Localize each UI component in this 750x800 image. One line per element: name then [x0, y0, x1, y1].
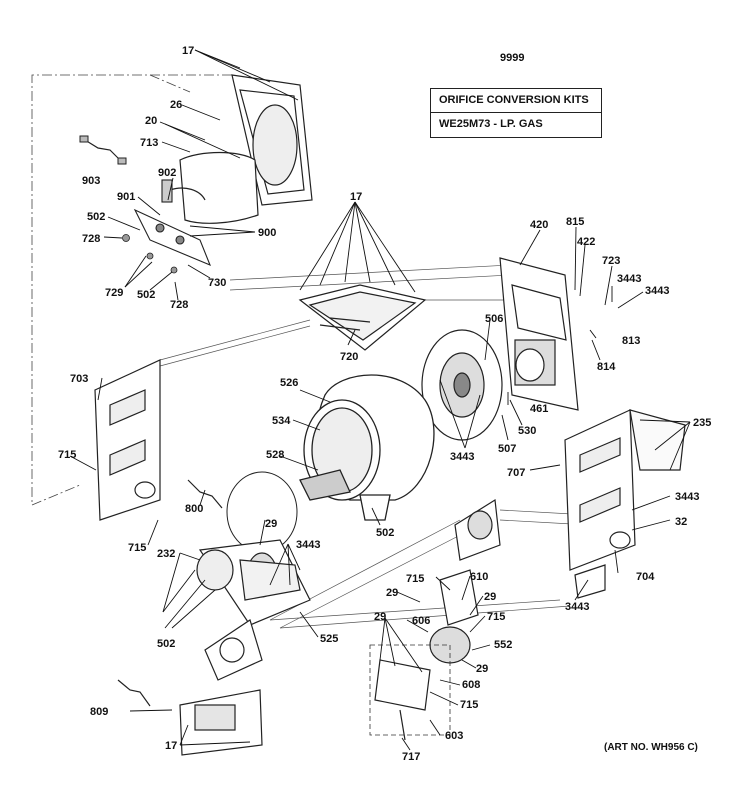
left-side-panel — [94, 359, 161, 521]
callout-506: 506 — [485, 313, 503, 325]
callout-29-c: 29 — [484, 591, 496, 603]
callout-29-e: 29 — [476, 663, 488, 675]
toe-kick — [179, 689, 263, 756]
callout-902: 902 — [158, 167, 176, 179]
right-rear-bracket — [574, 564, 606, 599]
callout-20: 20 — [145, 115, 157, 127]
wire-harness-809 — [117, 679, 151, 707]
drum-belt — [226, 471, 298, 553]
callout-814: 814 — [597, 361, 616, 373]
callout-422: 422 — [577, 236, 595, 248]
callout-900: 900 — [258, 227, 276, 239]
callout-903: 903 — [82, 175, 100, 187]
callout-715-e: 715 — [460, 699, 478, 711]
callout-728-top: 728 — [82, 233, 100, 245]
callout-815: 815 — [566, 216, 584, 228]
leader-lines — [69, 49, 691, 751]
callout-29-d: 29 — [374, 611, 386, 623]
callout-507: 507 — [498, 443, 516, 455]
callout-3443-d: 3443 — [675, 491, 699, 503]
callout-461: 461 — [530, 403, 548, 415]
callout-502-bracket: 502 — [87, 211, 105, 223]
callout-729: 729 — [105, 287, 123, 299]
front-panel — [169, 74, 313, 224]
callout-29-b: 29 — [386, 587, 398, 599]
callout-728-bottom: 728 — [170, 299, 188, 311]
callout-715-burner: 715 — [406, 573, 424, 585]
callout-17-front-panel: 17 — [182, 45, 194, 57]
callout-703: 703 — [70, 373, 88, 385]
callout-3443-c: 3443 — [450, 451, 474, 463]
callout-235: 235 — [693, 417, 711, 429]
callout-723: 723 — [602, 255, 620, 267]
callout-3443-e: 3443 — [565, 601, 589, 613]
rear-duct — [454, 498, 501, 561]
callout-809: 809 — [90, 706, 108, 718]
orifice-kit-box: ORIFICE CONVERSION KITS WE25M73 - LP. GA… — [430, 88, 602, 138]
callout-800: 800 — [185, 503, 203, 515]
art-number: (ART NO. WH956 C) — [604, 742, 698, 753]
callout-534: 534 — [272, 415, 291, 427]
kit-callout-number: 9999 — [500, 52, 525, 64]
callout-608: 608 — [462, 679, 480, 691]
callout-525: 525 — [320, 633, 338, 645]
callout-502-base: 502 — [157, 638, 175, 650]
callout-901: 901 — [117, 191, 135, 203]
callout-715-lower-left: 715 — [128, 542, 146, 554]
drum — [299, 374, 435, 521]
callout-17-toe-kick: 17 — [165, 740, 177, 752]
cabinet-frame-lines — [159, 264, 591, 629]
screws-bracket — [122, 234, 178, 274]
callout-232: 232 — [157, 548, 175, 560]
rear-bulkhead — [421, 329, 503, 441]
cabinet-outline-dashed — [31, 74, 232, 506]
callout-502-screw: 502 — [137, 289, 155, 301]
rear-panel — [499, 257, 579, 411]
callout-528: 528 — [266, 449, 284, 461]
right-side-panel — [564, 409, 686, 571]
callout-552: 552 — [494, 639, 512, 651]
callout-715-d: 715 — [487, 611, 505, 623]
callout-717: 717 — [402, 751, 420, 763]
callout-720: 720 — [340, 351, 358, 363]
wire-harness-903 — [84, 139, 121, 161]
callout-530: 530 — [518, 425, 536, 437]
callout-606: 606 — [412, 615, 430, 627]
top-panel — [298, 284, 427, 351]
callout-3443-a: 3443 — [617, 273, 641, 285]
burner-dashed-box — [369, 644, 451, 736]
callout-26: 26 — [170, 99, 182, 111]
callout-603: 603 — [445, 730, 463, 742]
callout-17-top-panel: 17 — [350, 191, 362, 203]
kit-title: ORIFICE CONVERSION KITS — [431, 89, 601, 113]
callout-3443-b: 3443 — [645, 285, 669, 297]
callout-813: 813 — [622, 335, 640, 347]
callout-32: 32 — [675, 516, 687, 528]
wire-harness-800 — [187, 479, 223, 509]
control-bracket — [133, 179, 211, 267]
callout-707: 707 — [507, 467, 525, 479]
callout-730: 730 — [208, 277, 226, 289]
callout-610: 610 — [470, 571, 488, 583]
callout-704: 704 — [636, 571, 655, 583]
base-blower-motor — [196, 539, 311, 626]
callout-420: 420 — [530, 219, 548, 231]
callout-715-left: 715 — [58, 449, 76, 461]
callout-502-drum: 502 — [376, 527, 394, 539]
callout-713: 713 — [140, 137, 158, 149]
kit-item: WE25M73 - LP. GAS — [439, 118, 543, 130]
callout-3443-f: 3443 — [296, 539, 320, 551]
front-bracket — [204, 619, 263, 681]
callout-526: 526 — [280, 377, 298, 389]
callout-labels: 17 26 20 713 903 902 901 502 728 900 729… — [58, 45, 711, 763]
callout-29-blower: 29 — [265, 518, 277, 530]
